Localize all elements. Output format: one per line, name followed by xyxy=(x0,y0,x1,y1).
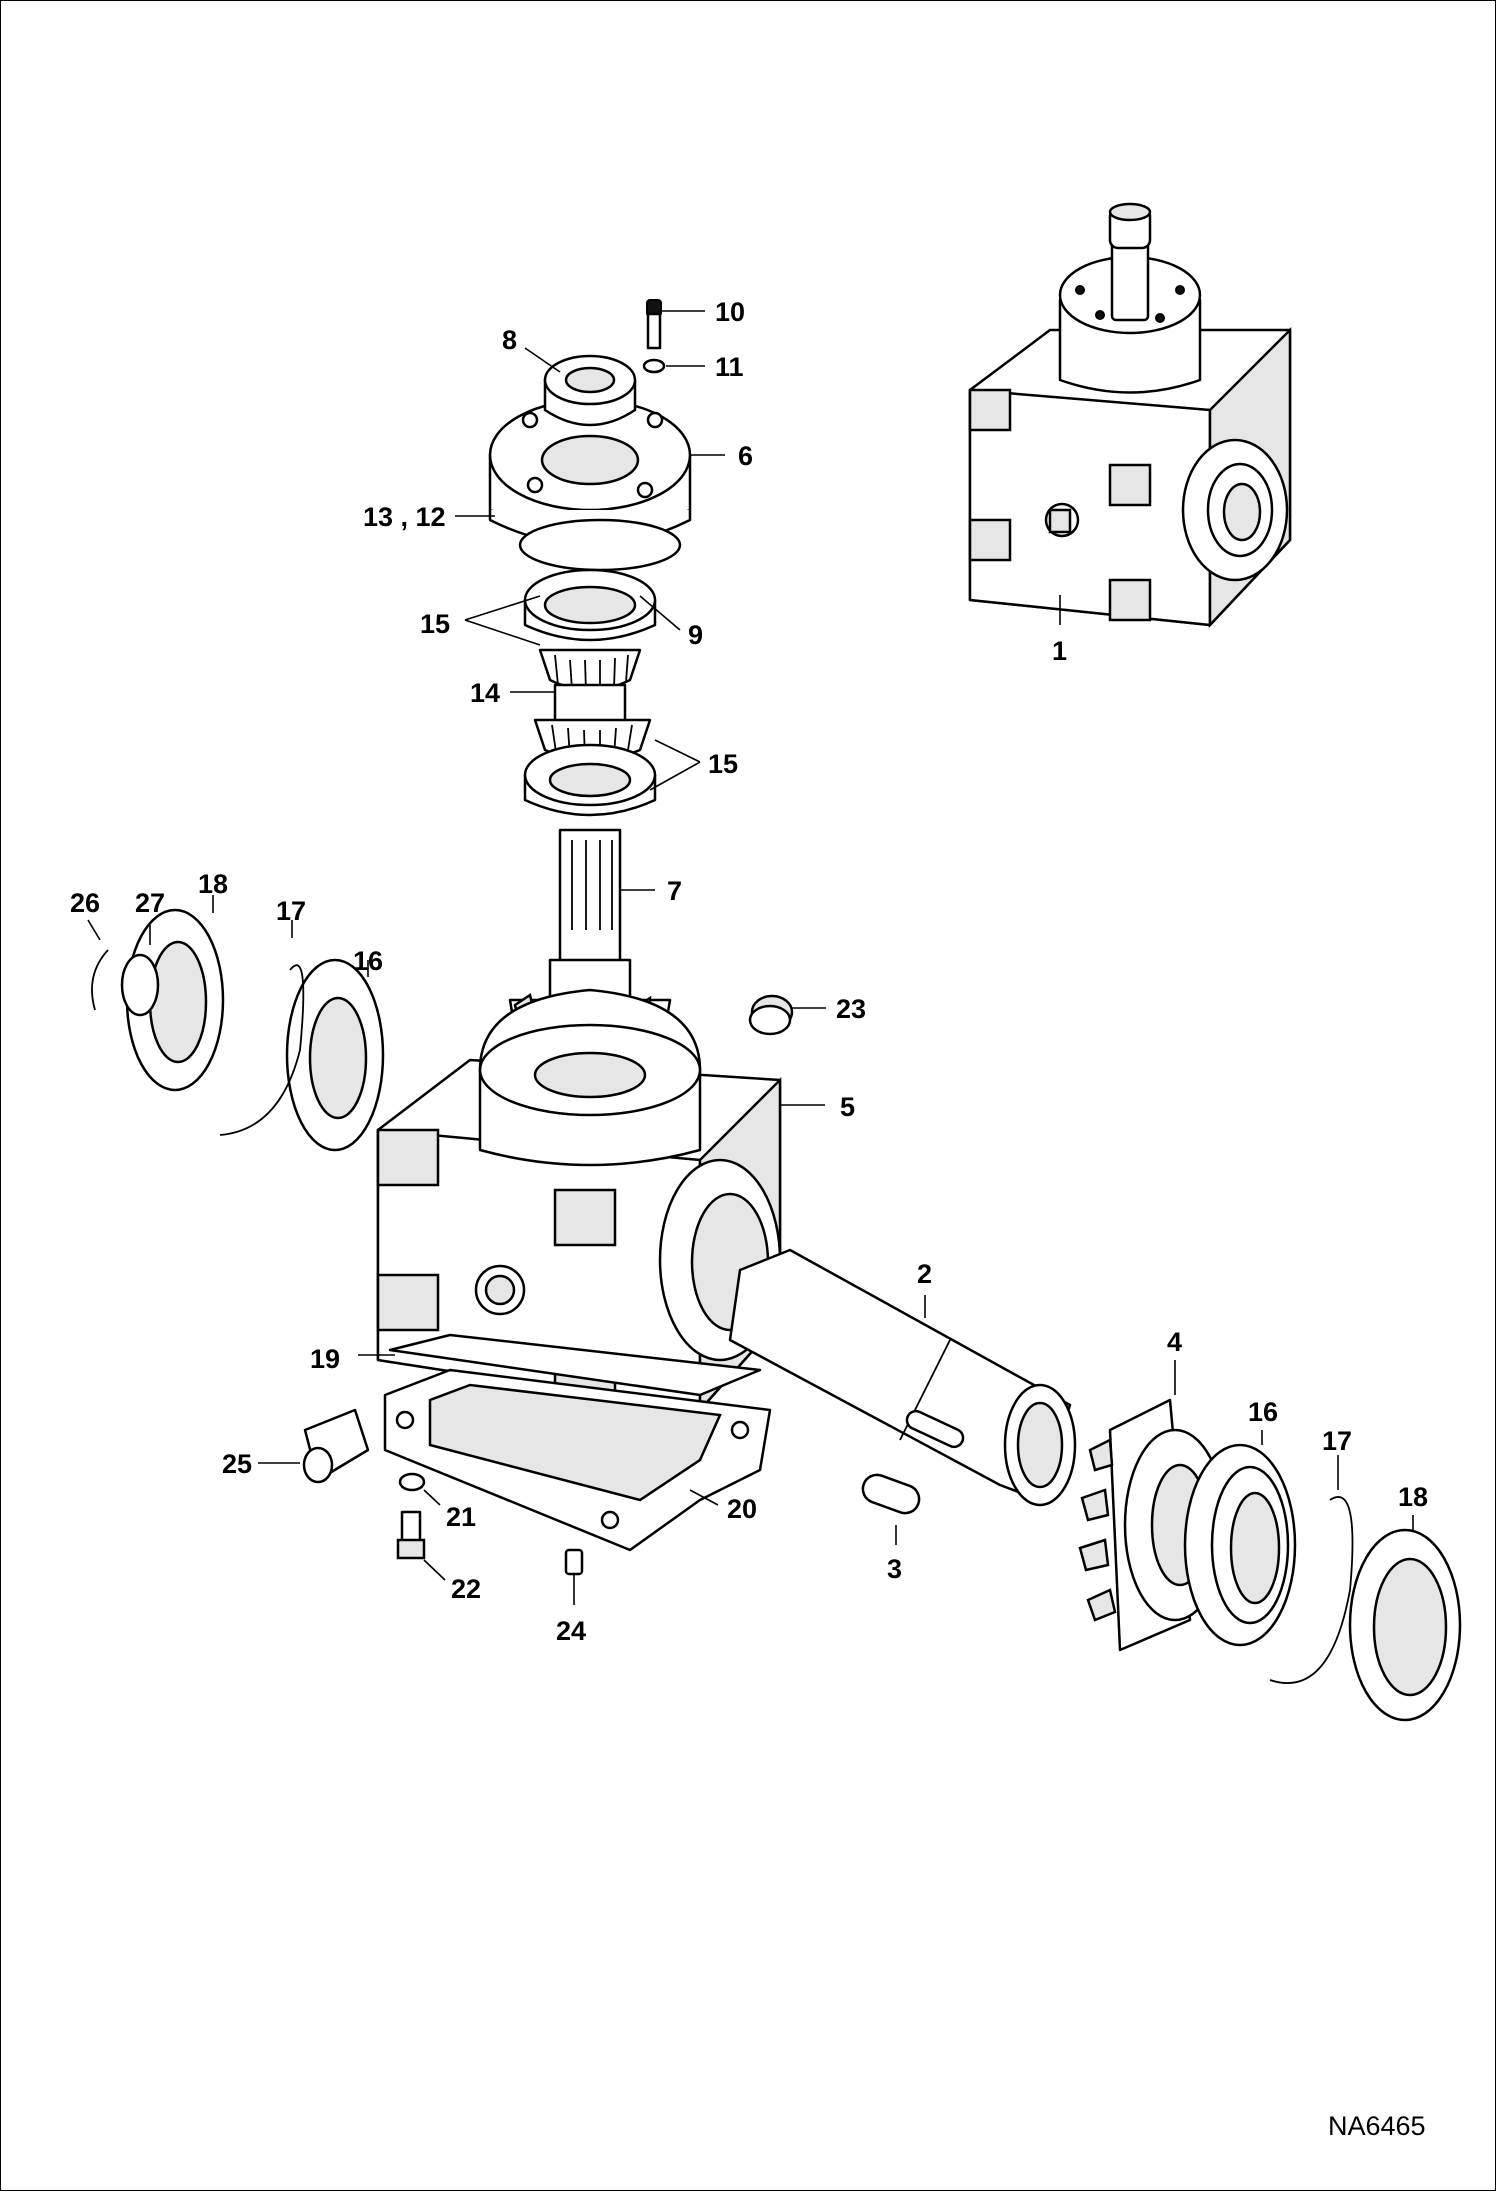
callout-25: 25 xyxy=(222,1449,252,1479)
callout-10: 10 xyxy=(715,297,745,327)
drawing-number: NA6465 xyxy=(1328,2111,1426,2141)
callout-24: 24 xyxy=(556,1616,586,1646)
callout-22: 22 xyxy=(451,1574,481,1604)
callout-1: 1 xyxy=(1052,636,1067,666)
right-side-bearing-parts xyxy=(1078,1398,1462,1722)
callout-11: 11 xyxy=(715,352,744,382)
callout-9: 9 xyxy=(688,620,703,650)
callout-15-top: 15 xyxy=(420,609,450,639)
callout-5: 5 xyxy=(840,1092,855,1122)
callout-13-12: 13 , 12 xyxy=(363,502,446,532)
callout-3: 3 xyxy=(887,1554,902,1584)
gearbox-assembly-part xyxy=(968,202,1292,629)
callout-20: 20 xyxy=(727,1494,757,1524)
callout-15-bottom: 15 xyxy=(708,749,738,779)
callout-18-right: 18 xyxy=(1398,1482,1428,1512)
callout-14: 14 xyxy=(470,678,500,708)
callout-23: 23 xyxy=(836,994,866,1024)
callout-16-right: 16 xyxy=(1248,1397,1278,1427)
callout-27: 27 xyxy=(135,888,165,918)
callout-7: 7 xyxy=(667,876,682,906)
callout-18-left: 18 xyxy=(198,869,228,899)
callout-labels: 10 11 8 6 13 , 12 15 9 14 15 7 23 5 1 2 … xyxy=(70,297,1428,1646)
callout-2: 2 xyxy=(917,1259,932,1289)
callout-17-left: 17 xyxy=(276,896,306,926)
callout-19: 19 xyxy=(310,1344,340,1374)
left-side-bearing-parts xyxy=(91,908,385,1152)
callout-21: 21 xyxy=(446,1502,476,1532)
callout-4: 4 xyxy=(1167,1327,1182,1357)
base-plate-part xyxy=(383,1333,772,1552)
output-shaft-stack xyxy=(488,299,692,1079)
callout-17-right: 17 xyxy=(1322,1426,1352,1456)
key-part xyxy=(861,1473,921,1515)
callout-6: 6 xyxy=(738,441,753,471)
input-shaft-part xyxy=(728,1248,1077,1507)
leader-lines xyxy=(87,310,1414,1605)
callout-8: 8 xyxy=(502,325,517,355)
callout-16-left: 16 xyxy=(353,946,383,976)
small-fasteners xyxy=(302,994,794,1576)
callout-26: 26 xyxy=(70,888,100,918)
